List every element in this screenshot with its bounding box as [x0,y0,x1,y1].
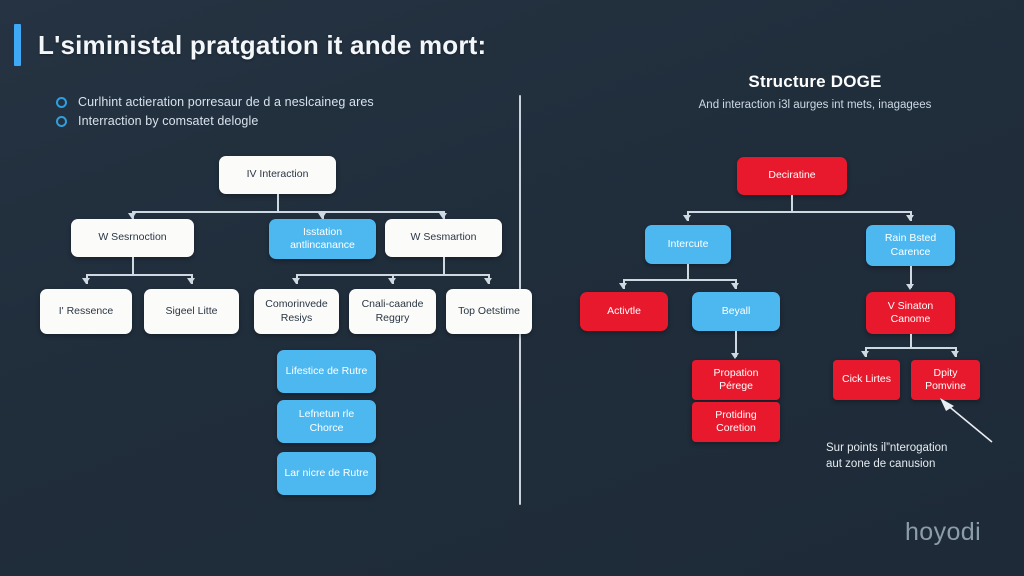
right-tree-node-activtle[interactable]: Activtle [580,292,668,331]
connector-line [623,279,736,281]
left-tree-node-top-oetstime[interactable]: Top Oetstime [446,289,532,334]
connector-line [910,334,912,348]
right-panel-heading: Structure DOGE And interaction i3l aurge… [620,72,1010,114]
right-heading-title: Structure DOGE [748,72,882,91]
connector-line [735,331,737,357]
connector-line [791,195,793,212]
callout-annotation: Sur points il”nterogation aut zone de ca… [826,440,947,473]
left-tree-node-isstation[interactable]: Isstation antlincanance [269,219,376,259]
connector-line [687,211,911,213]
left-tree-node-sigeel-litte[interactable]: Sigeel Litte [144,289,239,334]
left-tree-node-comorinvede[interactable]: Comorinvede Resiys [254,289,339,334]
right-tree-node-propation[interactable]: Propation Pérege [692,360,780,400]
callout-line-2: aut zone de canusion [826,458,936,471]
left-tree-node-sesmartion[interactable]: W Sesmartion [385,219,502,257]
right-heading-subtitle: And interaction i3l aurges int mets, ina… [698,99,932,111]
connector-line [910,266,912,288]
page-title: L'siministal pratgation it ande mort: [14,24,486,66]
left-tree-node-cnali-caande[interactable]: Cnali-caande Reggry [349,289,436,334]
right-tree-root-node[interactable]: Deciratine [737,157,847,195]
connector-arrow-icon [906,215,914,221]
connector-arrow-icon [683,215,691,221]
right-tree-node-cick-lirtes[interactable]: Cick Lirtes [833,360,900,400]
left-tree-node-ressence[interactable]: I' Ressence [40,289,132,334]
bullet-circle-icon [56,115,67,127]
right-tree-node-intercute[interactable]: Intercute [645,225,731,264]
connector-arrow-icon [388,278,396,284]
left-tree-stack-node-lefnetun[interactable]: Lefnetun rle Chorce [277,400,376,443]
connector-line [687,264,689,280]
right-tree-node-beyall[interactable]: Beyall [692,292,780,331]
connector-arrow-icon [439,213,447,219]
bullet-list: Curlhint actieration porresaur de d a ne… [56,95,374,133]
right-tree-node-dpity-pomvine[interactable]: Dpity Pomvine [911,360,980,400]
callout-arrow-icon [940,398,993,443]
connector-arrow-icon [292,278,300,284]
connector-line [132,257,134,275]
watermark-logo: hoyodi [905,518,982,546]
list-item: Interraction by comsatet delogle [56,114,374,128]
right-tree-node-v-sinaton[interactable]: V Sinaton Canome [866,292,955,334]
connector-line [277,194,279,212]
connector-arrow-icon [484,278,492,284]
connector-arrow-icon [731,283,739,289]
connector-arrow-icon [731,353,739,359]
bullet-text: Curlhint actieration porresaur de d a ne… [78,95,374,109]
connector-arrow-icon [318,213,326,219]
right-tree-node-rain-bsted[interactable]: Rain Bsted Carence [866,225,955,266]
title-accent-bar [14,24,21,66]
connector-arrow-icon [861,351,869,357]
title-text: L'siministal pratgation it ande mort: [38,29,487,60]
connector-arrow-icon [951,351,959,357]
list-item: Curlhint actieration porresaur de d a ne… [56,95,374,109]
connector-arrow-icon [82,278,90,284]
connector-arrow-icon [906,284,914,290]
bullet-text: Interraction by comsatet delogle [78,114,259,128]
bullet-circle-icon [56,96,67,108]
connector-line [86,274,192,276]
right-tree-node-protiding[interactable]: Protiding Coretion [692,402,780,442]
connector-arrow-icon [128,213,136,219]
connector-arrow-icon [187,278,195,284]
left-tree-stack-node-lifestice[interactable]: Lifestice de Rutre [277,350,376,393]
callout-line-1: Sur points il”nterogation [826,442,948,454]
connector-line [443,257,445,275]
connector-arrow-icon [619,283,627,289]
left-tree-root-node[interactable]: IV Interaction [219,156,336,194]
left-tree-stack-node-lar-nicre[interactable]: Lar nicre de Rutre [277,452,376,495]
connector-line [132,211,444,213]
connector-line [865,347,956,349]
left-tree-node-sesrnoction[interactable]: W Sesrnoction [71,219,194,257]
